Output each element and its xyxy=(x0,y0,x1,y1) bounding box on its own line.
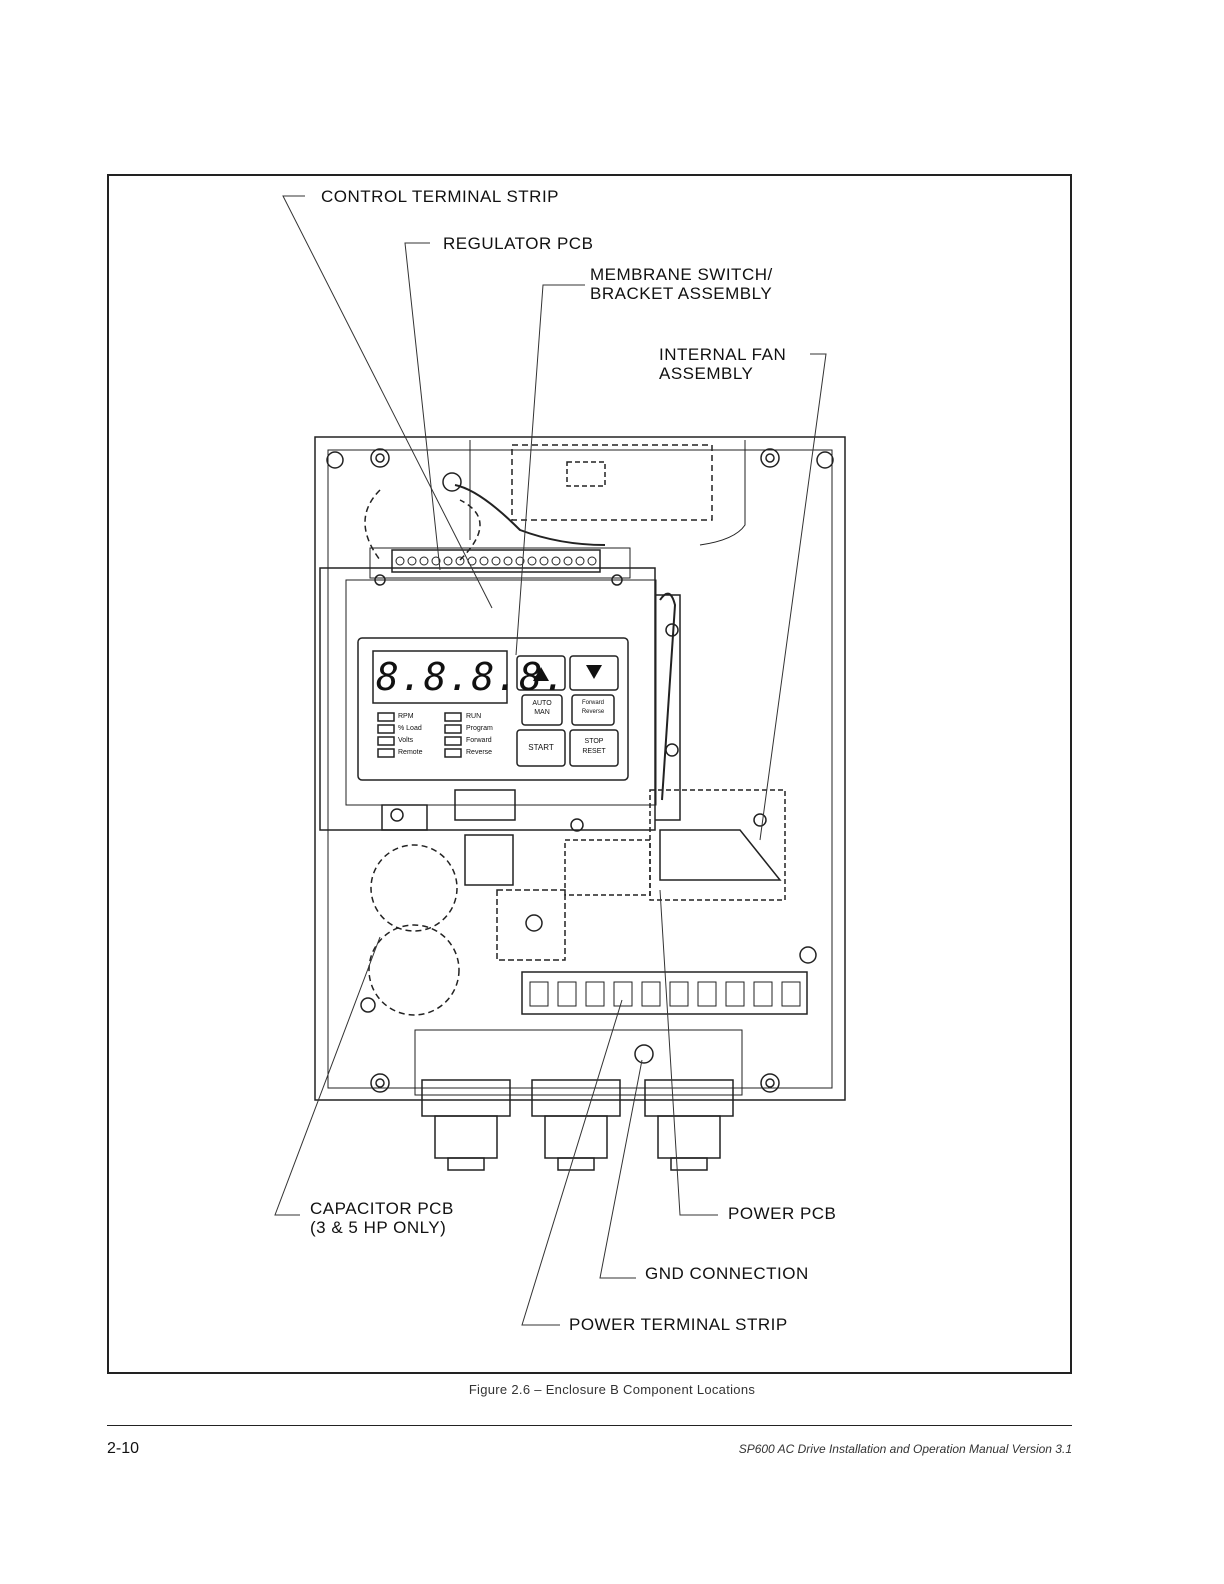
led-label-forward: Forward xyxy=(466,737,492,744)
led-display-window xyxy=(372,650,508,704)
internal-fan-outline xyxy=(511,444,713,521)
auto-man-key-label: AUTO MAN xyxy=(532,700,552,716)
led-label-program: Program xyxy=(466,725,493,732)
manual-title: SP600 AC Drive Installation and Operatio… xyxy=(738,1442,1072,1456)
callout-gnd-connection: GND CONNECTION xyxy=(645,1264,809,1283)
led-label-volts: Volts xyxy=(398,737,414,744)
led-labels-right: RUN Program Forward Reverse xyxy=(466,711,493,759)
control-terminal-strip xyxy=(391,549,601,573)
up-key xyxy=(516,655,566,691)
stop-reset-key-label: STOP RESET xyxy=(582,738,606,755)
callout-capacitor-pcb: CAPACITOR PCB (3 & 5 HP ONLY) xyxy=(310,1199,454,1237)
down-arrow-icon xyxy=(586,665,602,679)
callout-regulator-pcb: REGULATOR PCB xyxy=(443,234,594,253)
down-key xyxy=(569,655,619,691)
led-label-remote: Remote xyxy=(398,749,423,756)
callout-control-terminal-strip: CONTROL TERMINAL STRIP xyxy=(321,187,560,206)
start-key-label: START xyxy=(528,743,554,752)
led-label-run: RUN xyxy=(466,713,482,720)
figure-frame xyxy=(107,174,1072,1374)
keypad-panel xyxy=(357,637,629,781)
up-arrow-icon xyxy=(533,667,549,681)
callout-internal-fan: INTERNAL FAN ASSEMBLY xyxy=(659,345,787,383)
led-label-load: % Load xyxy=(398,725,422,732)
capacitor xyxy=(370,844,458,932)
footer-divider xyxy=(107,1425,1072,1426)
start-key xyxy=(516,729,566,767)
led-label-reverse: Reverse xyxy=(466,749,493,756)
regulator-pcb xyxy=(319,567,656,831)
figure-caption: Figure 2.6 – Enclosure B Component Locat… xyxy=(468,1382,756,1397)
led-label-rpm: RPM xyxy=(398,713,414,720)
led-labels-left: RPM % Load Volts Remote xyxy=(398,711,423,759)
enclosure-body xyxy=(314,436,846,1101)
led-display-readout: 8.8.8.8. xyxy=(376,655,568,699)
callout-power-pcb: POWER PCB xyxy=(728,1204,837,1223)
stop-reset-key xyxy=(569,729,619,767)
callout-power-terminal-strip: POWER TERMINAL STRIP xyxy=(569,1315,788,1334)
conduit-fittings xyxy=(421,1079,734,1171)
auto-man-key xyxy=(521,694,563,726)
forward-reverse-key-label: Forward Reverse xyxy=(581,700,605,715)
callout-membrane-switch: MEMBRANE SWITCH/ BRACKET ASSEMBLY xyxy=(590,265,773,303)
power-terminal-strip xyxy=(521,971,808,1015)
forward-reverse-key xyxy=(571,694,615,726)
page-number: 2-10 xyxy=(107,1440,140,1457)
gnd-screw xyxy=(634,1044,654,1064)
mounting-hole xyxy=(326,451,344,469)
